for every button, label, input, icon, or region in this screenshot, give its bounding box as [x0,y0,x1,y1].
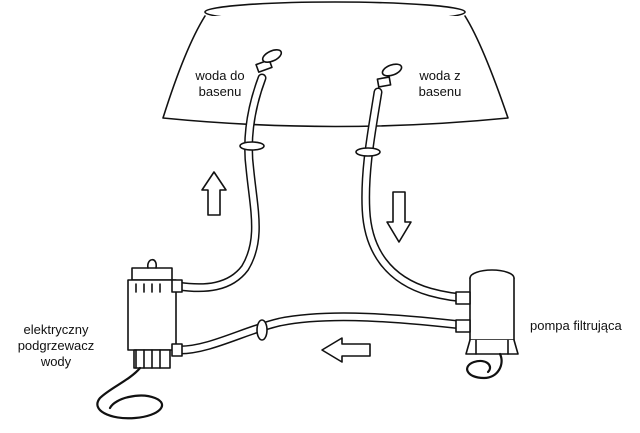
label-inflow-line2: basenu [198,84,242,99]
inflow-nozzle-icon [255,49,283,73]
label-outflow-line1: woda z [419,68,461,83]
label-heater-line3: wody [40,354,72,369]
label-outflow: woda z basenu [400,68,480,100]
label-heater-line1: elektryczny [23,322,89,337]
label-inflow-line1: woda do [195,68,245,83]
hose-clamp-right [355,147,381,157]
label-pump: pompa filtrująca [530,318,622,333]
pump-unit [455,269,519,355]
label-outflow-line2: basenu [418,84,462,99]
label-inflow: woda do basenu [180,68,260,100]
flow-arrow-up-icon [201,171,227,216]
pool [162,1,509,128]
flow-arrow-down-icon [386,191,412,243]
outflow-nozzle-icon [376,63,403,88]
label-heater-line2: podgrzewacz [17,338,95,353]
hose-clamp-bottom [256,319,268,341]
hose-clamp-left [239,141,265,151]
pool-body [162,15,509,128]
flow-arrow-left-icon [321,337,371,363]
heater-unit [127,258,183,369]
label-heater: elektryczny podgrzewacz wody [4,322,108,370]
heater-power-cord [96,366,163,420]
pump-power-cord [466,352,503,380]
